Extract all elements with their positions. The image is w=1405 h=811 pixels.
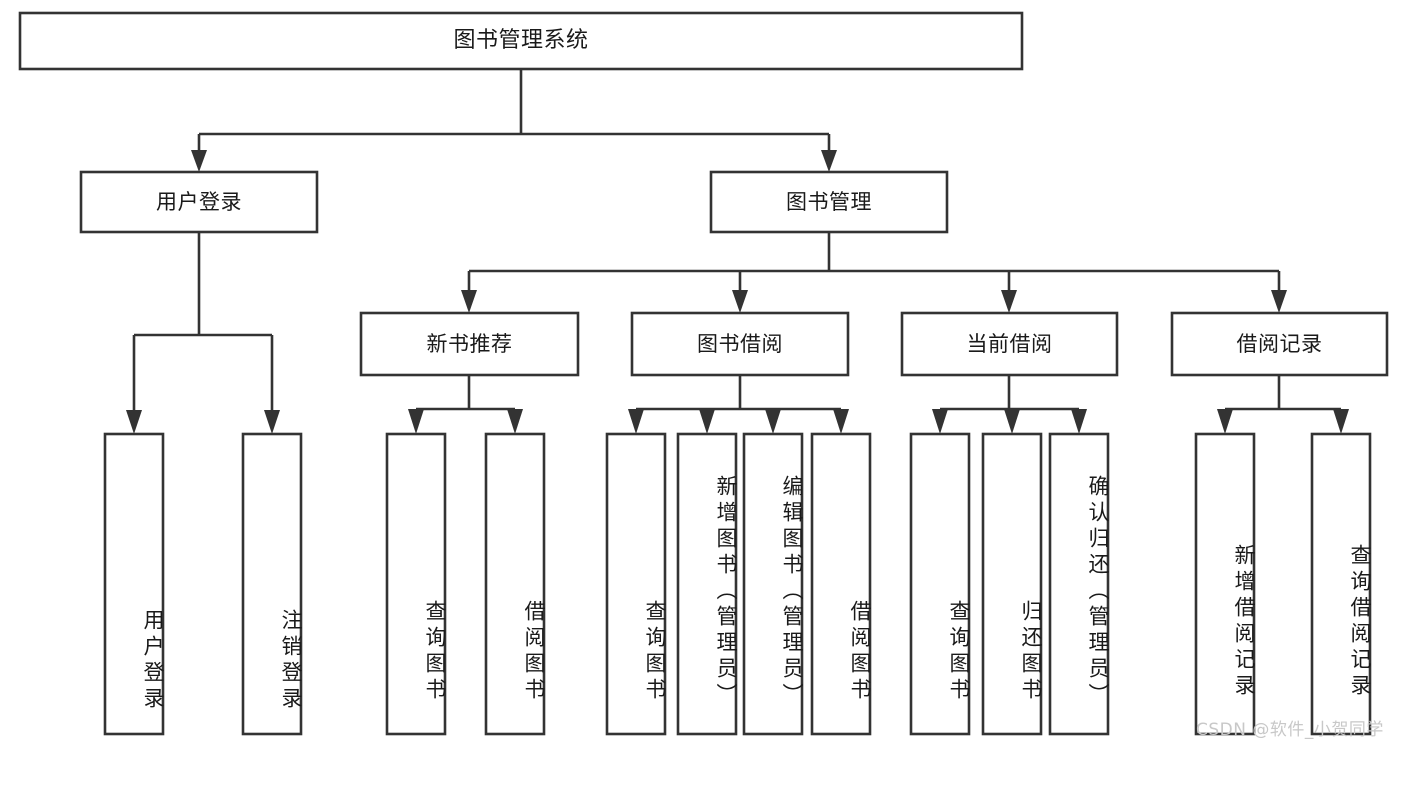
arrow-head-leaf-user-login xyxy=(126,410,142,434)
node-box-leaf-borrow-book-rec[interactable] xyxy=(484,432,546,736)
arrow-head-leaf-edit-book xyxy=(765,409,781,434)
connector-group-book-manage xyxy=(461,232,1287,313)
arrow-head-current-borrow xyxy=(1001,290,1017,313)
arrow-head-leaf-add-record xyxy=(1217,409,1233,434)
arrow-head-leaf-add-book xyxy=(699,409,715,434)
arrow-head-leaf-query-record xyxy=(1333,409,1349,434)
node-box-leaf-add-record[interactable] xyxy=(1194,432,1256,736)
node-box-leaf-confirm-return[interactable] xyxy=(1048,432,1110,736)
connector-group-new-book-rec xyxy=(408,375,523,434)
arrow-head-leaf-borrow-book-rec xyxy=(507,409,523,434)
node-box-current-borrow[interactable] xyxy=(900,311,1119,377)
arrow-head-leaf-logout xyxy=(264,410,280,434)
arrow-head-leaf-query-book-b xyxy=(628,409,644,434)
node-box-leaf-logout[interactable] xyxy=(241,432,303,736)
arrow-head-leaf-borrow-book-b xyxy=(833,409,849,434)
arrow-head-user-login xyxy=(191,150,207,172)
node-box-leaf-borrow-book-b[interactable] xyxy=(810,432,872,736)
flowchart-diagram: 图书管理系统 用户登录 图书管理 新书推荐 图书借阅 当前借阅 借阅记录 用户登… xyxy=(18,11,1389,740)
arrow-head-leaf-query-book-rec xyxy=(408,409,424,434)
arrow-head-book-manage xyxy=(821,150,837,172)
connector-group-root xyxy=(191,69,837,172)
node-box-new-book-rec[interactable] xyxy=(359,311,580,377)
arrow-head-borrow-record xyxy=(1271,290,1287,313)
node-box-leaf-query-record[interactable] xyxy=(1310,432,1372,736)
node-box-leaf-query-book-c[interactable] xyxy=(909,432,971,736)
arrow-head-leaf-return-book xyxy=(1004,409,1020,434)
node-box-leaf-return-book[interactable] xyxy=(981,432,1043,736)
node-box-leaf-edit-book[interactable] xyxy=(742,432,804,736)
arrow-head-leaf-query-book-c xyxy=(932,409,948,434)
node-box-book-borrow[interactable] xyxy=(630,311,850,377)
node-box-leaf-query-book-rec[interactable] xyxy=(385,432,447,736)
node-box-user-login[interactable] xyxy=(79,170,319,234)
connector-group-book-borrow xyxy=(628,375,849,434)
node-box-leaf-query-book-b[interactable] xyxy=(605,432,667,736)
node-box-root[interactable] xyxy=(18,11,1024,71)
diagram-canvas xyxy=(18,11,1389,736)
node-box-leaf-user-login[interactable] xyxy=(103,432,165,736)
connector-group-user-login xyxy=(126,232,280,434)
arrow-head-new-book-rec xyxy=(461,290,477,313)
connector-group-current-borrow xyxy=(932,375,1087,434)
arrow-head-book-borrow xyxy=(732,290,748,313)
arrow-head-leaf-confirm-return xyxy=(1071,409,1087,434)
node-box-borrow-record[interactable] xyxy=(1170,311,1389,377)
connector-group-borrow-record xyxy=(1217,375,1349,434)
node-box-leaf-add-book[interactable] xyxy=(676,432,738,736)
node-box-book-manage[interactable] xyxy=(709,170,949,234)
